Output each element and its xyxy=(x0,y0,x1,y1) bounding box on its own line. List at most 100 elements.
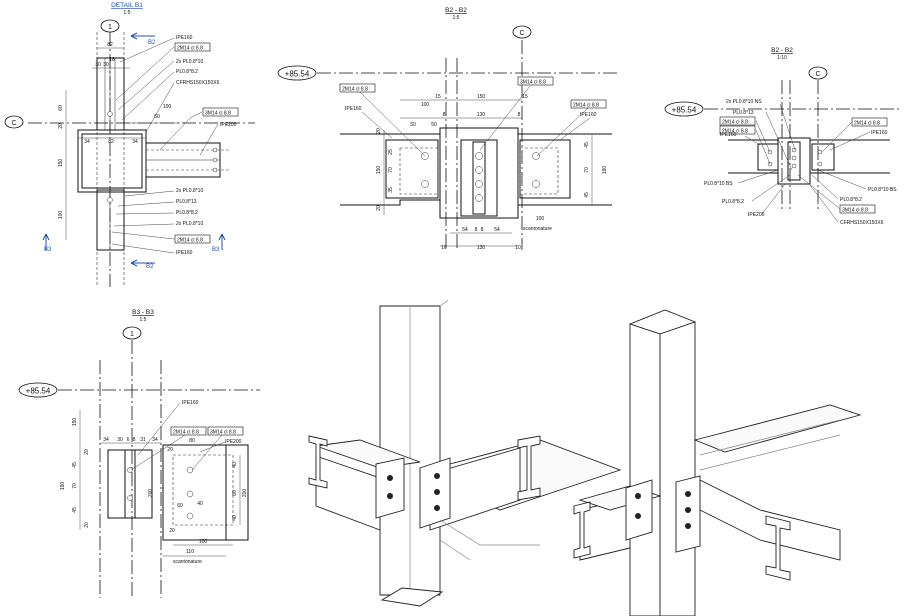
b3-label-1: 2M14 cl 8.8 xyxy=(173,430,199,436)
b2-note-scantonature: scantonature xyxy=(523,226,552,232)
b2-title: B2 - B2 xyxy=(445,7,467,14)
label-b1-6: IPE200 xyxy=(220,122,237,128)
b2-bolt-c1 xyxy=(475,152,483,160)
section-marker-b3-right xyxy=(218,233,226,250)
isometric-view-left xyxy=(308,299,622,607)
grid-bubble-c xyxy=(4,115,24,129)
detail-b1-title: DETAIL B1 xyxy=(111,2,143,9)
label-b1-5-frame xyxy=(202,107,239,117)
b2-label-0-frame xyxy=(339,83,376,93)
b2s-bolt-3 xyxy=(791,147,797,153)
grid-bubble-1-label: 1 xyxy=(108,24,112,31)
b2s-leaders xyxy=(737,103,871,223)
b2-bolt-r1 xyxy=(532,152,540,160)
b2-dim-8b: 8 xyxy=(475,227,478,233)
b2-dim-70-r: 70 xyxy=(584,167,590,173)
b2-dim-130: 130 xyxy=(477,112,486,118)
b3-bolt-5 xyxy=(186,512,194,520)
b2-grid-bubble-c xyxy=(512,25,532,39)
b3-dim-20-top: 20 xyxy=(84,449,90,455)
b2-dim-15-r: 15 xyxy=(522,94,528,100)
b3-dim-34-r: 34 xyxy=(152,437,158,443)
bolt-b1-1 xyxy=(107,111,113,117)
section-marker-b3-left xyxy=(42,233,50,250)
detail-b1: DETAIL B1 1:5 1 C B2 B2 B3 B3 xyxy=(4,2,255,287)
beam-ipe160-bottom xyxy=(96,189,125,251)
iso2-left-beam-end xyxy=(573,501,591,559)
b2s-left-beam xyxy=(728,139,778,174)
b2-dim-8c: 8 xyxy=(481,227,484,233)
label-b1-4: CFRHS150X150X6 xyxy=(176,80,220,86)
iso2-bolt-5 xyxy=(635,513,641,519)
iso2-left-endplate xyxy=(625,479,653,541)
column-rhs-inner xyxy=(81,133,143,189)
bolt-b1-2 xyxy=(107,197,113,203)
dim-34-r: 34 xyxy=(132,139,138,145)
b2s-label-b0: PL0.8*10 BS xyxy=(704,181,733,187)
b3-dim-6: 6 xyxy=(127,437,130,443)
b2s-grid-bubble-c-label: C xyxy=(815,71,820,78)
label-b1-2: 2x PL0.8*10 xyxy=(176,59,203,65)
b2-left-plate xyxy=(385,139,439,199)
b3-dim-30: 30 xyxy=(117,437,123,443)
grid-bubble-c-label: C xyxy=(11,120,16,127)
b2-dim-45-b: 45 xyxy=(584,192,590,198)
iso1-left-beam-web xyxy=(315,455,381,531)
iso2-bolt-1 xyxy=(685,491,691,497)
section-marker-b3-left-label: B3 xyxy=(44,247,52,253)
bolt-b1-3 xyxy=(212,147,218,153)
b2-dim-100-bot: 100 xyxy=(536,216,545,222)
b3-dim-80: 80 xyxy=(189,438,195,444)
b2-right-beam xyxy=(518,133,612,206)
b2-bolt-l2 xyxy=(421,180,429,188)
isometric-view-right xyxy=(573,309,862,616)
label-b1-3: PL0.8*8.2 xyxy=(176,69,198,75)
b2-dim-8-r: 8 xyxy=(518,112,521,118)
b3-endplate-hidden xyxy=(172,454,234,526)
dim-100-bot: 100 xyxy=(58,211,64,220)
leaders-b1-top xyxy=(115,37,219,156)
b3-beam-left xyxy=(107,449,153,519)
b3-dim-80-side: 80 xyxy=(232,490,238,496)
b2s-column xyxy=(777,137,811,185)
b2s-label-b1: PL0.8*8.2 xyxy=(722,199,744,205)
leaders-b1-bottom xyxy=(111,190,175,254)
b3-bolt-2 xyxy=(127,495,133,501)
b3-dim-45: 45 xyxy=(72,462,78,468)
b2-bolt-r2 xyxy=(532,180,540,188)
b2-column-outer xyxy=(439,127,519,219)
b2s-grid-bubble-c xyxy=(808,66,828,80)
b2s-scale: 1:10 xyxy=(777,55,787,61)
b2s-right-plate xyxy=(811,143,835,171)
b2-dim-45-t: 45 xyxy=(584,142,590,148)
b2-label-2: 3M14 cl 8.8 xyxy=(520,80,546,86)
b2-left-beam xyxy=(340,133,440,206)
label-b1-11-frame xyxy=(174,234,211,244)
b3-level-tag xyxy=(18,382,58,398)
b2s-label-r1: IPE160 xyxy=(871,130,888,136)
b2-grid-bubble-c-label: C xyxy=(519,30,524,37)
b2s-label-b2: IPE200 xyxy=(748,212,765,218)
dim-60-l: 60 xyxy=(58,105,64,111)
b2-left-bolt-box xyxy=(399,147,439,195)
dim-82-top: 82 xyxy=(107,42,113,48)
b3-dim-8: 8 xyxy=(133,437,136,443)
label-b1-8: PL0.8*13 xyxy=(176,199,197,205)
dim-18: 18 xyxy=(109,57,115,63)
b2-column-web xyxy=(460,139,498,217)
label-b1-1-frame xyxy=(174,42,211,52)
b3-level: +85.54 xyxy=(26,387,51,396)
iso2-right-beam-end xyxy=(765,515,791,581)
section-marker-b2-top xyxy=(130,32,155,40)
detail-b1-labels: IPE160 2M14 cl 8.8 2x PL0.8*10 PL0.8*8.2… xyxy=(111,35,239,256)
iso2-right-beam-top xyxy=(693,404,862,453)
dim-82-inner: 82 xyxy=(108,139,114,145)
b2s-label-b5: 3M14 cl 8.8 xyxy=(842,208,868,214)
b3-dim-100: 100 xyxy=(199,539,208,545)
b2-dim-20-bot: 20 xyxy=(376,205,382,211)
iso1-column-edge-2 xyxy=(439,299,449,307)
label-b1-11: 2M14 cl 8.8 xyxy=(177,238,203,244)
b2-dim-20-top: 20 xyxy=(376,128,382,134)
b2-dim-190: 190 xyxy=(602,166,608,175)
